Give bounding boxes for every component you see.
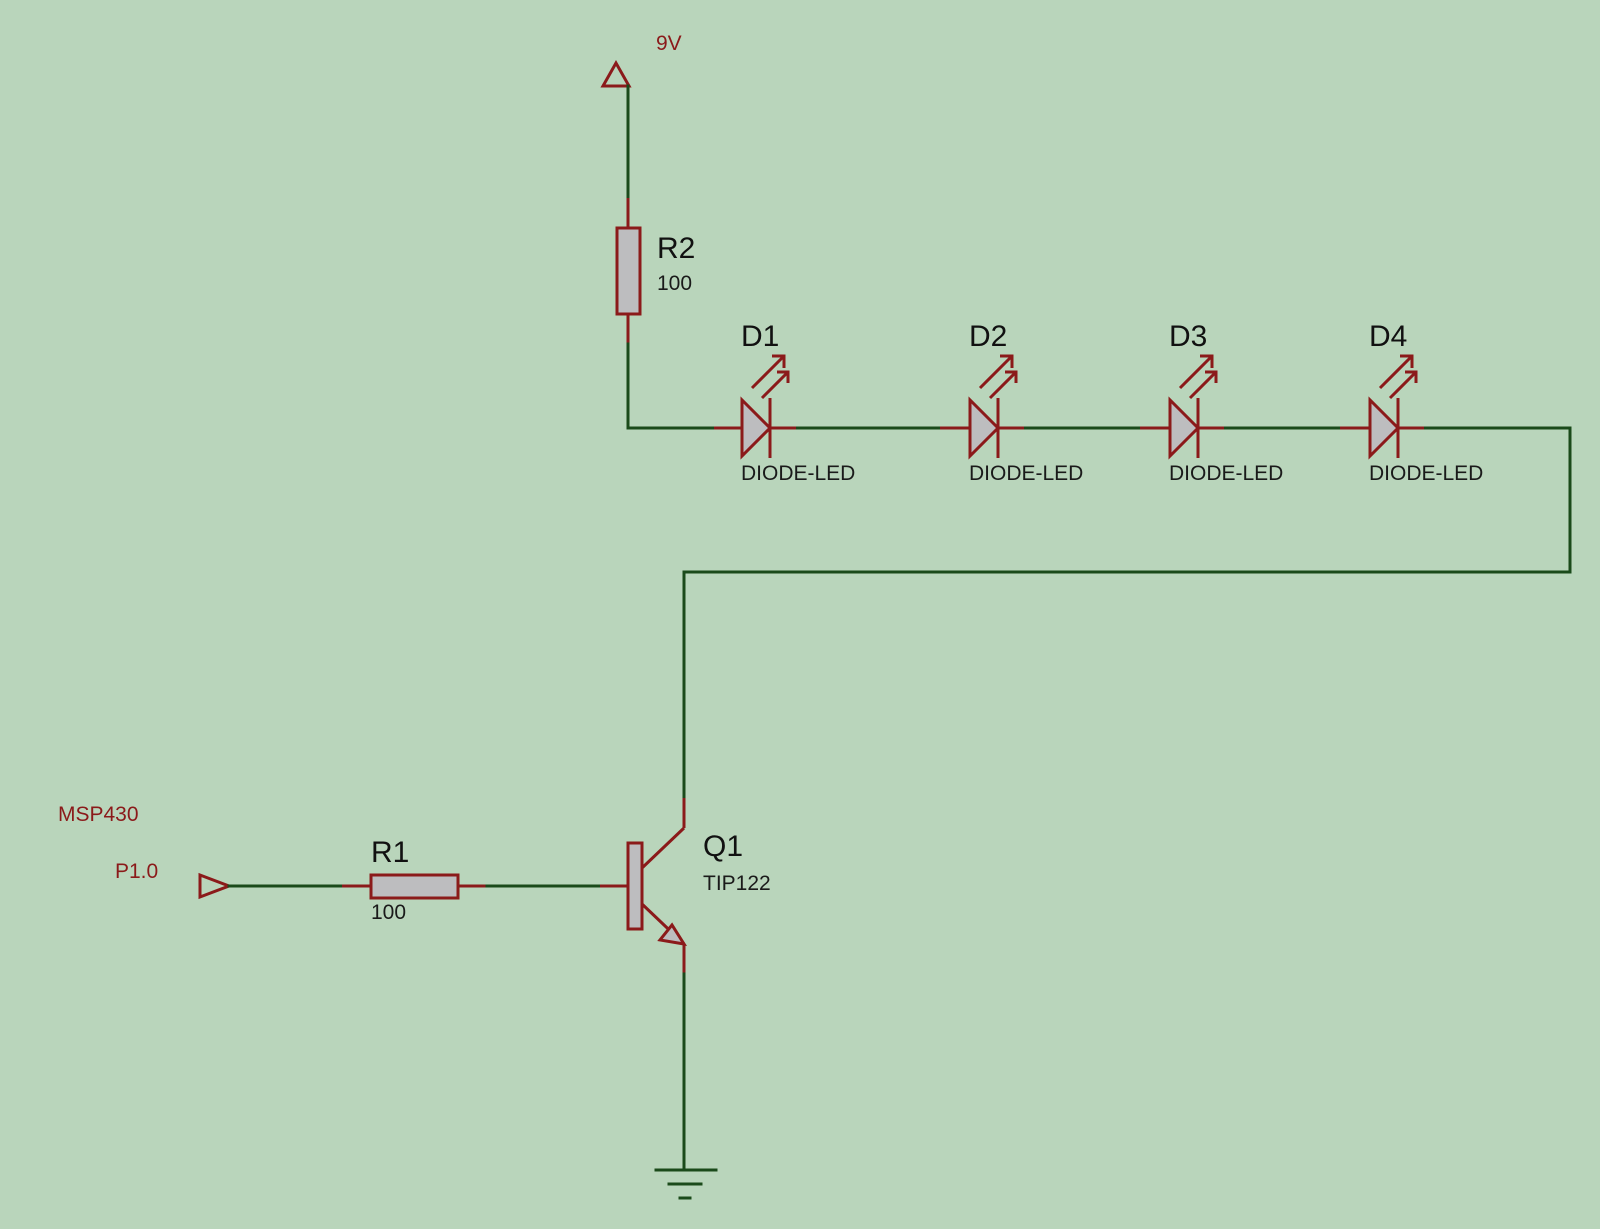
r1-ref-label: R1: [371, 836, 409, 869]
d4-value-label: DIODE-LED: [1369, 462, 1483, 485]
led-d2-emission-arrows-icon: [978, 354, 1018, 400]
led-d4-emission-arrows-icon: [1378, 354, 1418, 400]
wire-d4-to-q1-collector: [682, 426, 1572, 800]
resistor-r1-body: [369, 873, 460, 900]
power-label: 9V: [656, 32, 682, 55]
d1-value-label: DIODE-LED: [741, 462, 855, 485]
power-terminal-9v[interactable]: [600, 59, 632, 200]
wire-r2-to-d1: [626, 342, 716, 430]
led-d4-triangle: [1368, 396, 1401, 460]
led-d3-emission-arrows-icon: [1178, 354, 1218, 400]
d2-ref-label: D2: [969, 320, 1007, 353]
d3-value-label: DIODE-LED: [1169, 462, 1283, 485]
r2-ref-label: R2: [657, 232, 695, 265]
led-d1-triangle: [740, 396, 773, 460]
led-d4[interactable]: [1340, 354, 1424, 460]
r1-value-label: 100: [371, 901, 406, 924]
d1-ref-label: D1: [741, 320, 779, 353]
resistor-r1[interactable]: [342, 873, 487, 900]
led-d2-triangle: [968, 396, 1001, 460]
q1-emitter-arrow-icon: [657, 922, 688, 947]
q1-base-bar: [626, 841, 644, 931]
ground-icon: [654, 1168, 718, 1200]
transistor-q1[interactable]: [600, 798, 688, 974]
d3-ref-label: D3: [1169, 320, 1207, 353]
port-device-label: MSP430: [58, 803, 139, 826]
d4-ref-label: D4: [1369, 320, 1407, 353]
q1-value-label: TIP122: [703, 872, 771, 895]
input-port-arrow-icon: [198, 872, 234, 900]
resistor-r2[interactable]: [615, 198, 642, 344]
port-pin-label: P1.0: [115, 860, 158, 883]
led-d2[interactable]: [940, 354, 1024, 460]
q1-ref-label: Q1: [703, 830, 743, 863]
led-d1-emission-arrows-icon: [750, 354, 790, 400]
led-d3-triangle: [1168, 396, 1201, 460]
d2-value-label: DIODE-LED: [969, 462, 1083, 485]
q1-collector-lead: [640, 826, 686, 870]
resistor-r2-body: [615, 226, 642, 316]
led-d1[interactable]: [714, 354, 796, 460]
led-d3[interactable]: [1140, 354, 1224, 460]
input-port-p1-0[interactable]: [198, 872, 344, 900]
r2-value-label: 100: [657, 272, 692, 295]
